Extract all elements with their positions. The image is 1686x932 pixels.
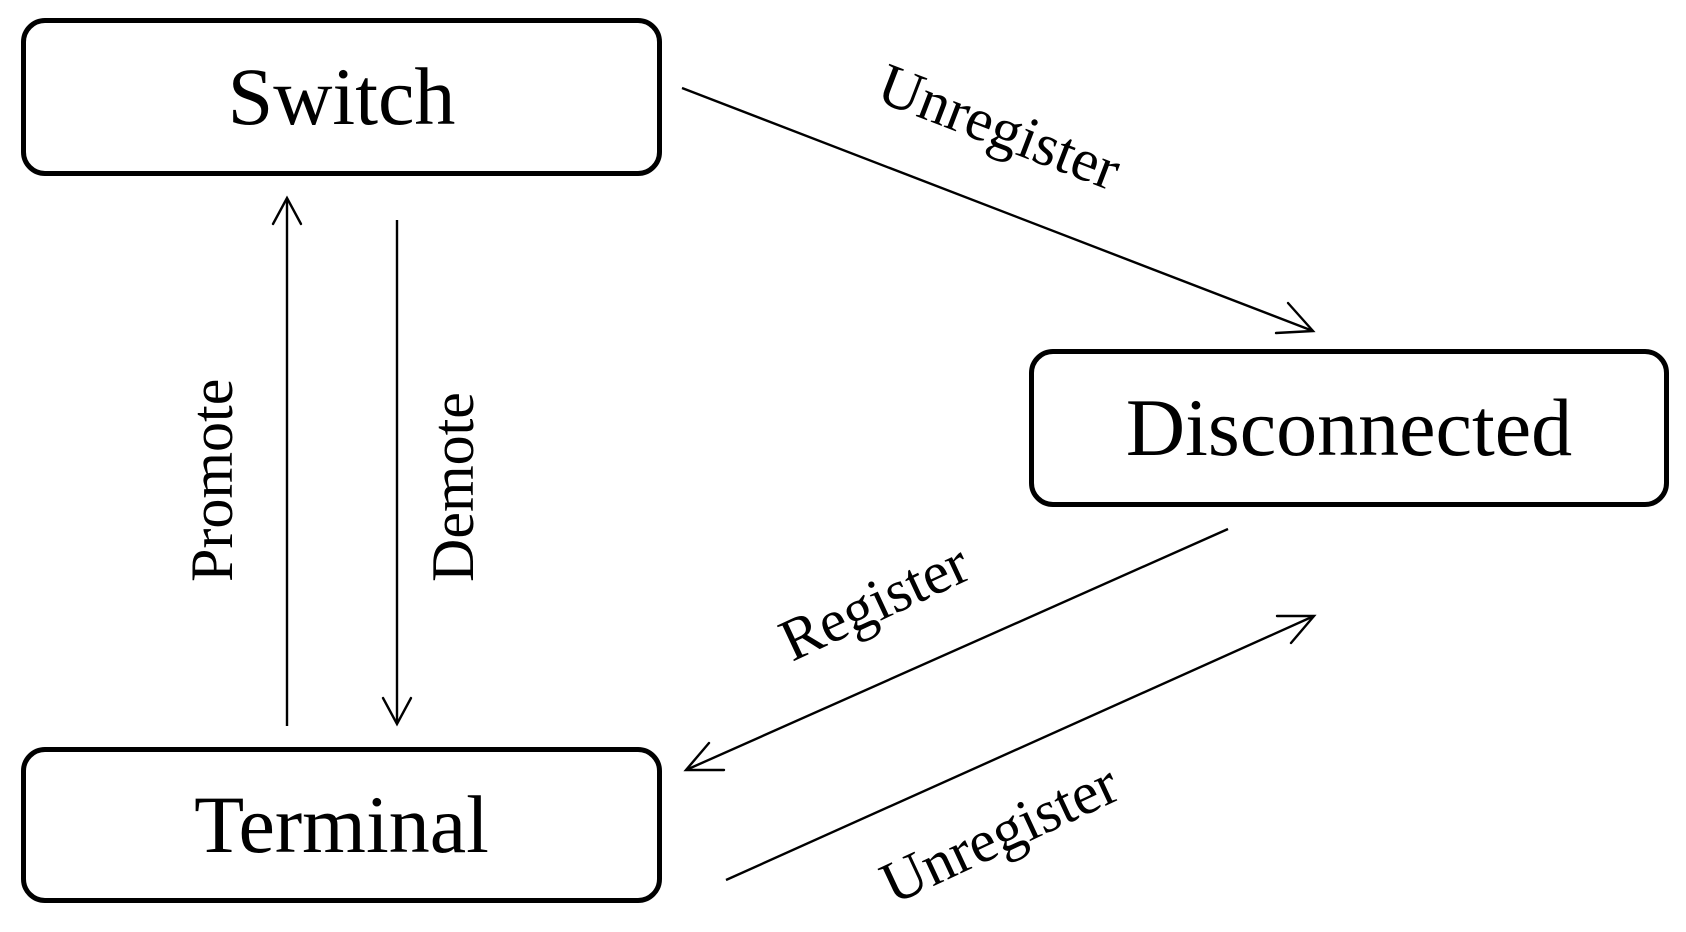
arrow-switch-to-disconnected [681, 86, 1316, 335]
switch-state-box: Switch [21, 18, 662, 176]
disconnected-state-label: Disconnected [1125, 382, 1573, 473]
disconnected-state-box: Disconnected [1029, 349, 1669, 507]
arrow-head [1275, 614, 1317, 645]
arrow-head [381, 696, 413, 727]
arrow-line [681, 86, 1314, 333]
arrow-head [271, 195, 303, 226]
arrow-head [1274, 301, 1316, 335]
switch-state-label: Switch [227, 51, 456, 142]
unregister-label-top: Unregister [869, 51, 1129, 203]
arrow-demote [381, 220, 413, 727]
arrow-line [685, 527, 1229, 772]
arrow-line [725, 614, 1315, 882]
register-label: Register [770, 529, 979, 673]
arrow-promote [271, 195, 303, 726]
arrow-register [683, 527, 1229, 772]
arrow-head [683, 741, 726, 772]
arrow-terminal-to-disconnected [725, 614, 1317, 882]
demote-label: Demote [420, 392, 486, 582]
promote-label: Promote [179, 379, 245, 582]
terminal-state-box: Terminal [21, 747, 662, 903]
unregister-label-bottom: Unregister [871, 750, 1128, 917]
terminal-state-label: Terminal [194, 779, 489, 870]
